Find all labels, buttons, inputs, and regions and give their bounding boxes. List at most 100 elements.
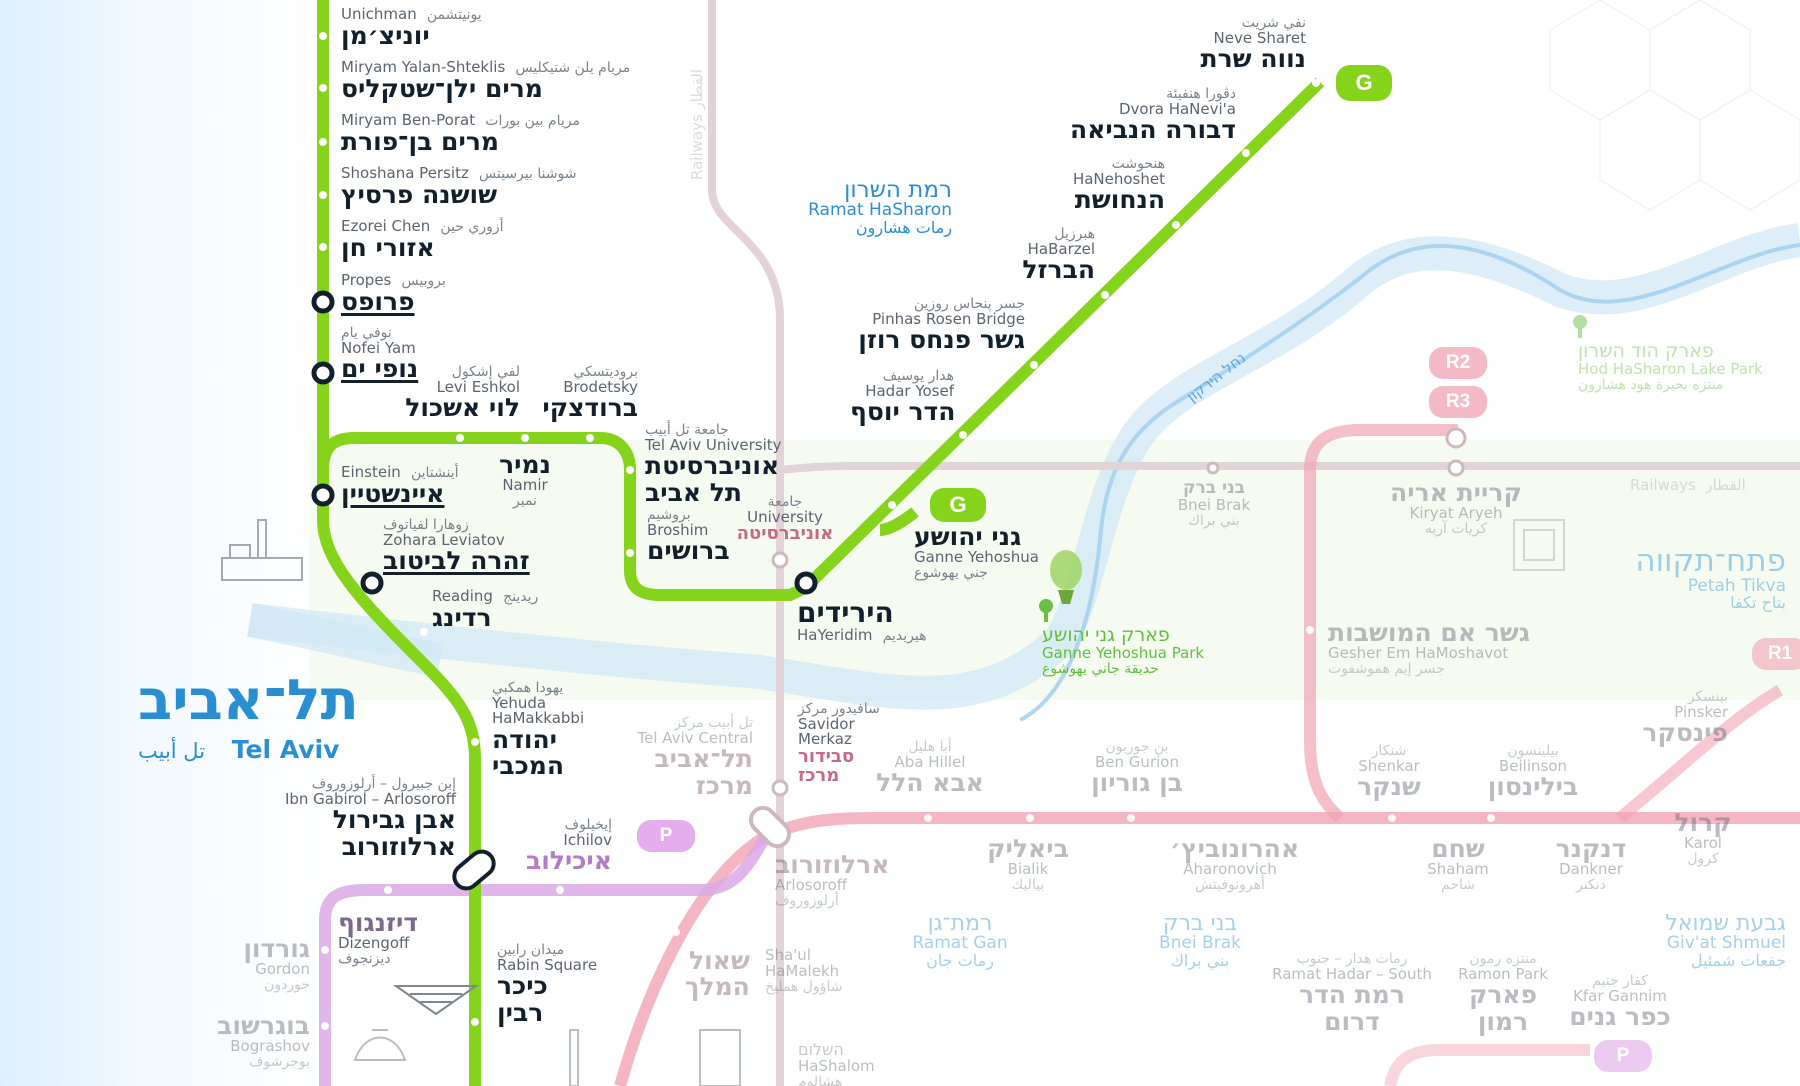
rail-stop-rings — [771, 427, 1467, 797]
purple-line — [319, 826, 775, 1086]
station-dankner[interactable]: דנקנר Dankner دنكنر — [1555, 834, 1627, 893]
station-bograshov[interactable]: בוגרשוב Bograshov بوجرشوف — [217, 1011, 310, 1070]
red-line-main — [614, 812, 1800, 1086]
red-line-branch-r2 — [1304, 424, 1458, 823]
station-shoshana-persitz[interactable]: Shoshana Persitz شوشنا بيرسيتس שושנה פרס… — [341, 164, 577, 209]
station-hadar-yosef[interactable]: هدار يوسيف Hadar Yosef הדר יוסף — [850, 368, 956, 427]
station-einstein[interactable]: Einstein أينشتاين איינשטיין — [341, 463, 459, 508]
power-station-landmark — [221, 519, 303, 581]
city-name-ar: تل أبيب — [138, 738, 206, 763]
transfer-capsule-ibn-gabirol — [452, 849, 496, 891]
transfer-capsule-tlv-central — [748, 805, 792, 849]
green-line-main — [317, 0, 481, 1086]
station-pinhas-rosen[interactable]: جسر پنحاس روزين Pinhas Rosen Bridge גשר … — [858, 296, 1025, 355]
station-beilinson[interactable]: بيلينسون Beilinson בילינסון — [1487, 743, 1579, 802]
place-ramat-gan: רמת־גן Ramat Gan رمات جان — [912, 911, 1008, 970]
station-kfar-gannim[interactable]: كفار جنيم Kfar Gannim כפר גנים — [1569, 973, 1671, 1032]
station-nofei-yam[interactable]: نوفي يام Nofei Yam נופי ים — [341, 325, 419, 384]
station-miryam-yalan[interactable]: Miryam Yalan-Shteklis مريام يلن شتيكليس … — [341, 58, 631, 103]
station-ben-gurion[interactable]: بن جوريون Ben Gurion בן גוריון — [1091, 739, 1183, 798]
tower-landmark — [1513, 519, 1565, 571]
green-stop-dots — [319, 32, 1320, 1026]
station-propes[interactable]: Propes بروبيس פרופס — [341, 271, 446, 316]
station-brodetsky[interactable]: بروديتسكي Brodetsky ברודצקי — [542, 364, 638, 423]
station-namir[interactable]: נמיר Namir نمير — [499, 450, 551, 509]
station-ramon-park[interactable]: منتزه رمون Ramon Park פארק רמון — [1458, 951, 1548, 1036]
station-bnei-brak-rail[interactable]: בני ברק Bnei Brak بني براك — [1177, 478, 1251, 529]
station-arlosoroff[interactable]: ארלוזורוב Arlosoroff أرلوزوروف — [775, 850, 890, 909]
station-tel-aviv-central[interactable]: تل أبيب مركز Tel Aviv Central תל־אביב מר… — [637, 715, 753, 800]
city-name-en: Tel Aviv — [231, 734, 340, 764]
line-badge-p1[interactable]: P — [637, 820, 695, 852]
city-buildings-landmark — [353, 1029, 741, 1086]
station-dvora-haneviah[interactable]: دڤورا هنفيئة Dvora HaNevi'a דבורה הנביאה — [1070, 86, 1236, 145]
interchange-rings — [311, 290, 818, 595]
line-badge-r1[interactable]: R1 — [1752, 638, 1800, 670]
station-hayeridim[interactable]: הירידים HaYeridim هيريديم — [797, 596, 927, 645]
line-badge-r2[interactable]: R2 — [1429, 347, 1487, 379]
station-shaul-hamelekh[interactable]: שאול המלך Sha'ul HaMalekh شاؤول همليخ — [685, 946, 843, 1002]
green-line-spur — [879, 507, 919, 536]
station-ibn-gabirol-arlosoroff[interactable]: إبن جبيرول – أرلوزوروف Ibn Gabirol – Arl… — [284, 776, 456, 861]
station-pinsker[interactable]: بينسكر Pinsker פינסקר — [1642, 689, 1728, 748]
railway-line-horizontal — [779, 462, 1800, 474]
station-rabin-square[interactable]: ميدان رابين Rabin Square כיכר רבין — [497, 942, 598, 1027]
city-label-tel-aviv: תל־אביב تل أبيب Tel Aviv — [138, 668, 359, 764]
purple-stop-dots — [321, 886, 564, 1030]
station-habarzel[interactable]: هبرزيل HaBarzel הברזל — [1022, 226, 1095, 285]
station-levi-eshkol[interactable]: لفي إشكول Levi Eshkol לוי אשכול — [405, 364, 520, 423]
tree-icon-ganne — [1039, 599, 1053, 622]
station-shaham[interactable]: שחם Shaham شاحم — [1427, 834, 1489, 893]
station-miryam-ben-porat[interactable]: Miryam Ben-Porat مريام بين بورات מרים בן… — [341, 111, 580, 156]
line-badge-g-top[interactable]: G — [1336, 65, 1392, 101]
station-karol[interactable]: קרול Karol كرول — [1674, 808, 1732, 867]
yarkon-river — [1019, 243, 1800, 722]
line-badge-p2[interactable]: P — [1594, 1040, 1652, 1072]
line-badge-g-mid[interactable]: G — [930, 488, 986, 522]
green-line-loop — [317, 432, 808, 601]
station-hashalom[interactable]: השלום HaShalom هشالوم — [798, 1040, 875, 1086]
rail-label-vertical: Railways القطار — [688, 68, 706, 180]
line-badge-r3[interactable]: R3 — [1429, 386, 1487, 418]
place-petah-tikva: פתח־תקווה Petah Tikva بتاح تكفا — [1635, 543, 1786, 613]
city-name-he: תל־אביב — [138, 668, 359, 733]
station-reading[interactable]: Reading ريدينج רדינג — [432, 587, 539, 632]
station-gordon[interactable]: גורדון Gordon جوردون — [243, 934, 310, 993]
station-hanehoshet[interactable]: هنحوشت HaNehoshet הנחושת — [1072, 156, 1165, 215]
station-yehuda-hamakkabi[interactable]: يهودا همكبي Yehuda HaMakkabbi יהודה המכב… — [492, 680, 585, 781]
red-stop-dots — [672, 626, 1679, 936]
station-gesher-em-hamoshavot[interactable]: גשר אם המושבות Gesher Em HaMoshavot جسر … — [1328, 618, 1530, 677]
station-tel-aviv-university[interactable]: جامعة تل أبيب Tel Aviv University אוניבר… — [645, 422, 782, 507]
station-shenkar[interactable]: شنكار Shenkar שנקר — [1357, 743, 1421, 802]
station-neve-sharet[interactable]: نفي شريت Neve Sharet נווה שרת — [1200, 15, 1306, 74]
station-aharonovich[interactable]: אהרונוביץ׳ Aharonovich أهرونوفيتش — [1170, 834, 1300, 893]
red-line-bottom — [1384, 1044, 1590, 1086]
dizengoff-fountain-landmark — [392, 985, 480, 1016]
station-ramat-hadar-south[interactable]: رمات هدار – جنوب Ramat Hadar – South רמת… — [1272, 951, 1432, 1036]
station-dizengoff[interactable]: דיזנגוף Dizengoff ديزنجوف — [338, 908, 419, 967]
station-unichman[interactable]: Unichman يونيتشمن יוניצ׳מן — [341, 5, 482, 50]
station-savidor-merkaz[interactable]: سافيدور مركز Savidor Merkaz סבידור מרכז — [798, 701, 880, 787]
railway-line-vertical — [708, 0, 784, 1086]
place-ramat-hasharon: רמת השרון Ramat HaSharon رمات هشارون — [808, 177, 952, 237]
station-bialik[interactable]: ביאליק Bialik بياليك — [987, 834, 1069, 893]
place-bnei-brak: בני ברק Bnei Brak بني براك — [1159, 911, 1241, 970]
station-university-rail[interactable]: جامعة University אוניברסיטה — [736, 494, 834, 545]
park-ganne-yehoshua: פארק גני יהושע Ganne Yehoshua Park حديقة… — [1042, 624, 1205, 677]
hex-pattern — [1549, 0, 1800, 211]
red-line-branch-r1 — [1616, 684, 1784, 823]
station-kiryat-aryeh[interactable]: קריית אריה Kiryat Aryeh كريات آريه — [1390, 478, 1522, 537]
tree-icon-hod — [1573, 315, 1587, 338]
station-ganne-yehoshua[interactable]: גני יהושע Ganne Yehoshua جني يهوشوع — [914, 522, 1039, 581]
rail-label-horizontal: Railways القطار — [1630, 476, 1746, 494]
station-ezorei-chen[interactable]: Ezorei Chen أزوري حين אזורי חן — [341, 217, 504, 262]
balloon-icon — [1050, 550, 1082, 604]
station-aba-hillel[interactable]: أبا هليل Aba Hillel אבא הלל — [876, 739, 984, 798]
station-broshim[interactable]: بروشيم Broshim ברושים — [647, 507, 730, 566]
park-hod-hasharon: פארק הוד השרון Hod HaSharon Lake Park من… — [1578, 340, 1763, 393]
place-givat-shmuel: גבעת שמואל Giv'at Shmuel جفعات شمئيل — [1665, 911, 1786, 970]
station-zohara-leviatov[interactable]: زوهارا لفياتوف Zohara Leviatov זהרה לביט… — [383, 517, 530, 576]
station-ichilov[interactable]: إيخيلوف Ichilov איכילוב — [525, 817, 612, 876]
